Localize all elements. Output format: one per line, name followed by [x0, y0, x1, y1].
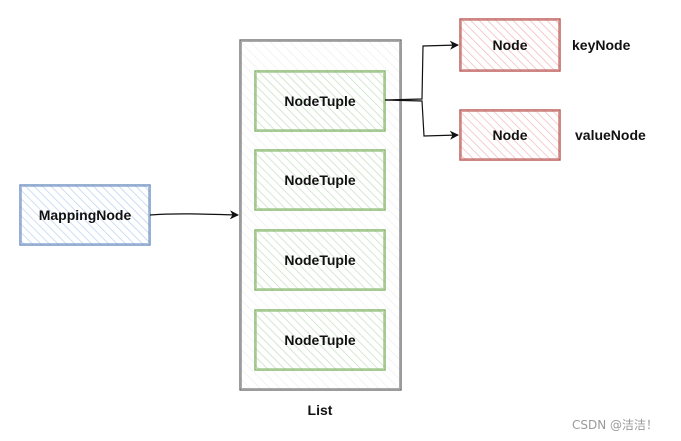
list-label: List — [307, 402, 333, 418]
mapping-node-label: MappingNode — [38, 207, 132, 223]
mapping-node-box — [19, 184, 151, 246]
key-node-box — [459, 18, 561, 72]
arrow-tuple-to-value-node — [384, 99, 459, 140]
node-tuple-label-2: NodeTuple — [284, 172, 356, 188]
key-node-label: Node — [492, 37, 528, 53]
node-tuple-label-4: NodeTuple — [284, 332, 356, 348]
node-tuple-box-2 — [254, 149, 386, 211]
node-tuple-box-4 — [254, 309, 386, 371]
value-node-label: Node — [492, 127, 528, 143]
node-tuple-box-1 — [254, 70, 386, 132]
watermark: CSDN @洁洁！ — [572, 418, 659, 432]
value-node-box — [459, 109, 561, 161]
node-tuple-label-1: NodeTuple — [284, 93, 356, 109]
arrow-mapping-to-list — [149, 210, 239, 220]
value-node-caption: valueNode — [575, 127, 646, 143]
key-node-caption: keyNode — [572, 37, 631, 53]
node-tuple-label-3: NodeTuple — [284, 252, 356, 268]
arrow-tuple-to-key-node — [384, 40, 459, 101]
node-tuple-box-3 — [254, 229, 386, 291]
